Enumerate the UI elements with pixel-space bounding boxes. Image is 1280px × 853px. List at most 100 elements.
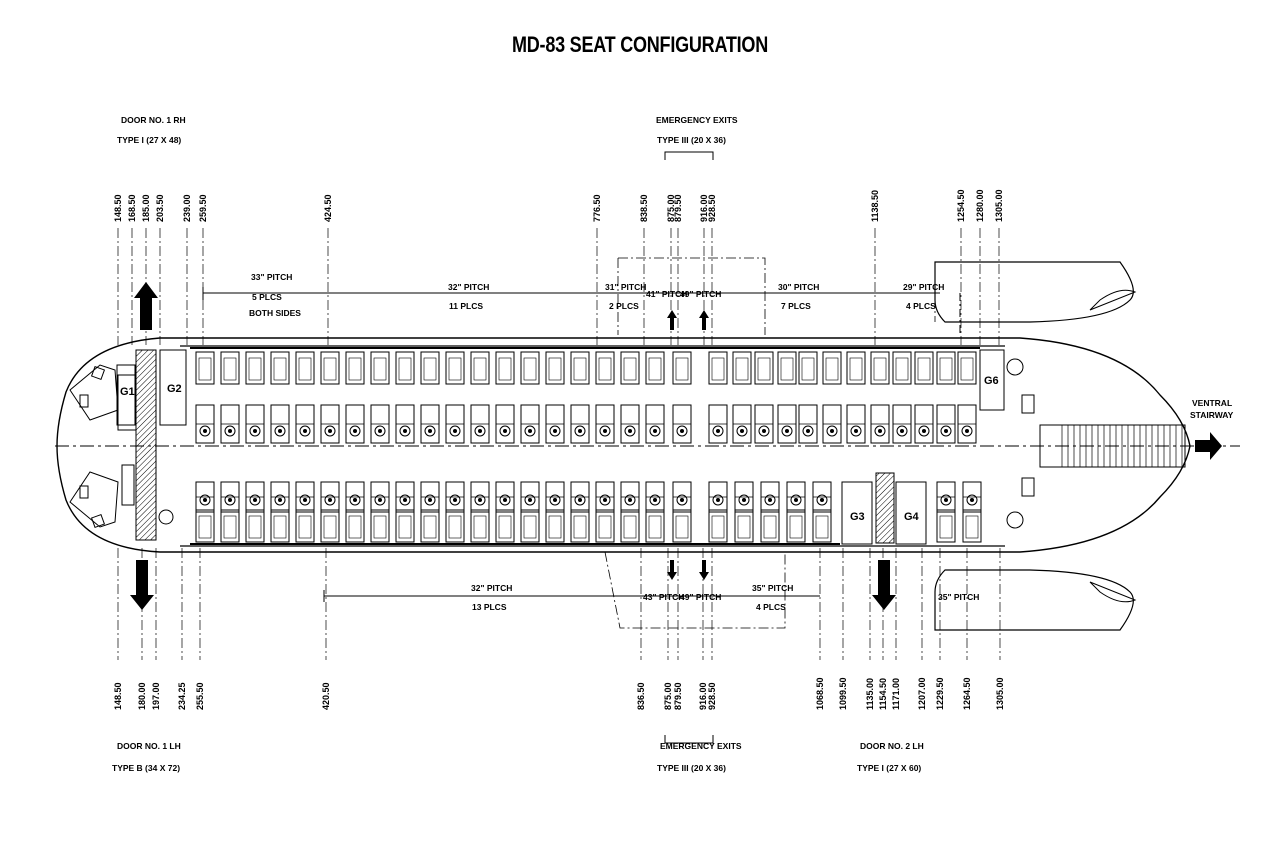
seat-bottom-window-11 (445, 509, 465, 543)
seat-top-window-20 (672, 351, 692, 385)
engine-top (934, 261, 1134, 323)
exits-bottom-label-1: EMERGENCY EXITS (660, 741, 742, 751)
seat-top-window-5 (295, 351, 315, 385)
dim-label-top: 1254.50 (956, 189, 966, 222)
seat-top-aisle-24 (777, 404, 797, 444)
door1-rh-label-1: DOOR NO. 1 RH (121, 115, 186, 125)
dim-label-top: 1280.00 (975, 189, 985, 222)
galley-g3 (841, 481, 873, 545)
seat-bottom-window-27 (962, 509, 982, 543)
seat-top-window-19 (645, 351, 665, 385)
seat-top-aisle-7 (345, 404, 365, 444)
pitch-33-label: 33" PITCH (251, 272, 292, 282)
seat-top-window-14 (520, 351, 540, 385)
galley-g2 (159, 349, 187, 426)
cockpit (69, 364, 137, 529)
ventral-stairway (1039, 424, 1186, 468)
fuselage-outline (56, 337, 1191, 553)
seat-top-window-1 (195, 351, 215, 385)
dim-label-bottom: 879.50 (673, 682, 683, 710)
pylon-bottom (1089, 581, 1137, 603)
seat-top-window-29 (892, 351, 912, 385)
dim-label-top: 239.00 (182, 194, 192, 222)
pylon-top (1089, 289, 1137, 311)
pitch-33-sides: BOTH SIDES (249, 308, 301, 318)
dim-label-bottom: 1207.00 (917, 677, 927, 710)
seat-top-window-28 (870, 351, 890, 385)
seat-top-aisle-5 (295, 404, 315, 444)
seat-top-aisle-2 (220, 404, 240, 444)
engine-bottom (934, 569, 1134, 631)
seat-bottom-window-17 (595, 509, 615, 543)
seat-top-aisle-21 (708, 404, 728, 444)
seat-top-aisle-1 (195, 404, 215, 444)
seat-bottom-aisle-15 (545, 481, 565, 513)
dim-label-top: 1305.00 (994, 189, 1004, 222)
seat-bottom-window-20 (672, 509, 692, 543)
exit-bracket-top (664, 151, 714, 160)
seat-bottom-aisle-16 (570, 481, 590, 513)
seat-bottom-aisle-27 (962, 481, 982, 513)
seat-top-aisle-31 (936, 404, 956, 444)
seat-top-aisle-11 (445, 404, 465, 444)
seat-bottom-aisle-4 (270, 481, 290, 513)
seat-top-aisle-23 (754, 404, 774, 444)
dim-label-bottom: 836.50 (636, 682, 646, 710)
exit-arrow-bottom-1 (667, 560, 677, 580)
seat-top-aisle-9 (395, 404, 415, 444)
seat-bottom-aisle-3 (245, 481, 265, 513)
pitch-33-count: 5 PLCS (252, 292, 282, 302)
dim-label-bottom: 1229.50 (935, 677, 945, 710)
door1-lh-label-2: TYPE B (34 X 72) (112, 763, 180, 773)
exits-bottom-label-2: TYPE III (20 X 36) (657, 763, 726, 773)
seat-bottom-window-6 (320, 509, 340, 543)
dim-label-bottom: 1135.00 (865, 678, 875, 710)
pitch-32-count: 11 PLCS (449, 301, 483, 311)
seat-top-window-6 (320, 351, 340, 385)
pitch-49-bottom-label: 49" PITCH (680, 592, 721, 602)
seat-bottom-aisle-21 (708, 481, 728, 513)
dim-label-bottom: 1305.00 (995, 677, 1005, 710)
seat-top-aisle-12 (470, 404, 490, 444)
seat-bottom-window-22 (734, 509, 754, 543)
dim-label-bottom: 1264.50 (962, 677, 972, 710)
seat-top-aisle-20 (672, 404, 692, 444)
seat-top-window-4 (270, 351, 290, 385)
seat-bottom-window-10 (420, 509, 440, 543)
seat-bottom-window-23 (760, 509, 780, 543)
seat-bottom-window-19 (645, 509, 665, 543)
seat-top-window-10 (420, 351, 440, 385)
seat-top-aisle-6 (320, 404, 340, 444)
ventral-label-2: STAIRWAY (1190, 410, 1234, 420)
dim-label-bottom: 197.00 (151, 682, 161, 710)
seat-bottom-window-8 (370, 509, 390, 543)
seat-bottom-aisle-18 (620, 481, 640, 513)
seat-bottom-window-2 (220, 509, 240, 543)
seat-bottom-window-26 (936, 509, 956, 543)
seat-top-window-3 (245, 351, 265, 385)
seat-bottom-aisle-22 (734, 481, 754, 513)
seat-bottom-aisle-6 (320, 481, 340, 513)
pitch-41-label: 41" PITCH (646, 289, 687, 299)
exit-arrow-top-1 (667, 310, 677, 330)
seat-top-aisle-3 (245, 404, 265, 444)
dim-label-bottom: 255.50 (195, 682, 205, 710)
page-title: MD-83 SEAT CONFIGURATION (511, 32, 769, 57)
seat-top-aisle-8 (370, 404, 390, 444)
pitch-32-bottom-count: 13 PLCS (472, 602, 507, 612)
seat-top-aisle-28 (870, 404, 890, 444)
galley-g6 (979, 349, 1005, 411)
seat-top-aisle-15 (545, 404, 565, 444)
seat-top-window-25 (798, 351, 818, 385)
dim-label-bottom: 148.50 (113, 682, 123, 710)
ventral-label-1: VENTRAL (1192, 398, 1232, 408)
pitch-30-count: 7 PLCS (781, 301, 811, 311)
seat-rows-right-side (190, 347, 980, 444)
dim-label-bottom: 180.00 (137, 682, 147, 710)
seat-top-window-16 (570, 351, 590, 385)
pitch-29-label: 29" PITCH (903, 282, 944, 292)
dim-label-bottom: 420.50 (321, 682, 331, 710)
seat-top-window-9 (395, 351, 415, 385)
